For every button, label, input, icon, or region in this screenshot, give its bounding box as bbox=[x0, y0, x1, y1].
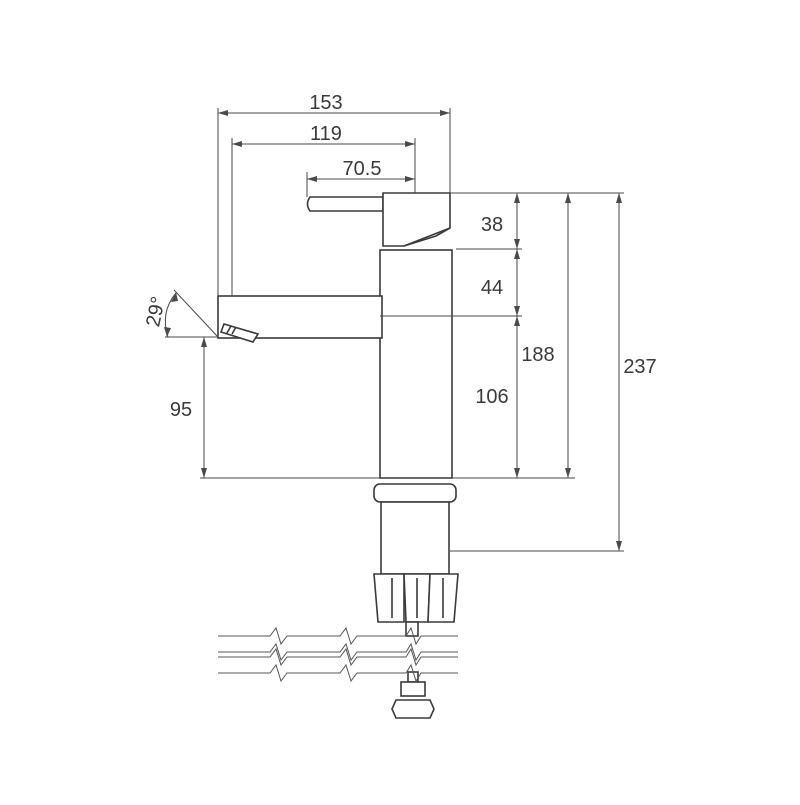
extension-lines bbox=[165, 108, 624, 552]
supply-pipes bbox=[218, 626, 458, 683]
supply-stem bbox=[405, 621, 419, 637]
locking-nut bbox=[373, 573, 459, 623]
dim-overall-width: 153 bbox=[309, 92, 342, 114]
dim-total-height: 237 bbox=[623, 356, 656, 378]
dim-lever-height: 38 bbox=[481, 214, 503, 236]
dim-lower-body: 106 bbox=[475, 386, 508, 408]
mounting-nut bbox=[373, 483, 457, 503]
dim-body-height: 188 bbox=[521, 344, 554, 366]
head-block bbox=[382, 192, 451, 247]
body-column bbox=[379, 249, 453, 479]
threaded-shank bbox=[380, 501, 450, 575]
dim-lever-offset: 70.5 bbox=[343, 158, 382, 180]
lever-handle bbox=[306, 196, 384, 212]
faucet-body bbox=[217, 192, 459, 719]
dimension-lines bbox=[164, 110, 622, 551]
hose-fitting bbox=[400, 681, 426, 697]
dim-upper-body: 44 bbox=[481, 277, 503, 299]
dim-spout-reach: 119 bbox=[310, 123, 342, 145]
dimension-labels: 153 119 70.5 38 44 106 188 237 95 29° bbox=[142, 92, 656, 421]
dim-spout-height: 95 bbox=[170, 399, 192, 421]
